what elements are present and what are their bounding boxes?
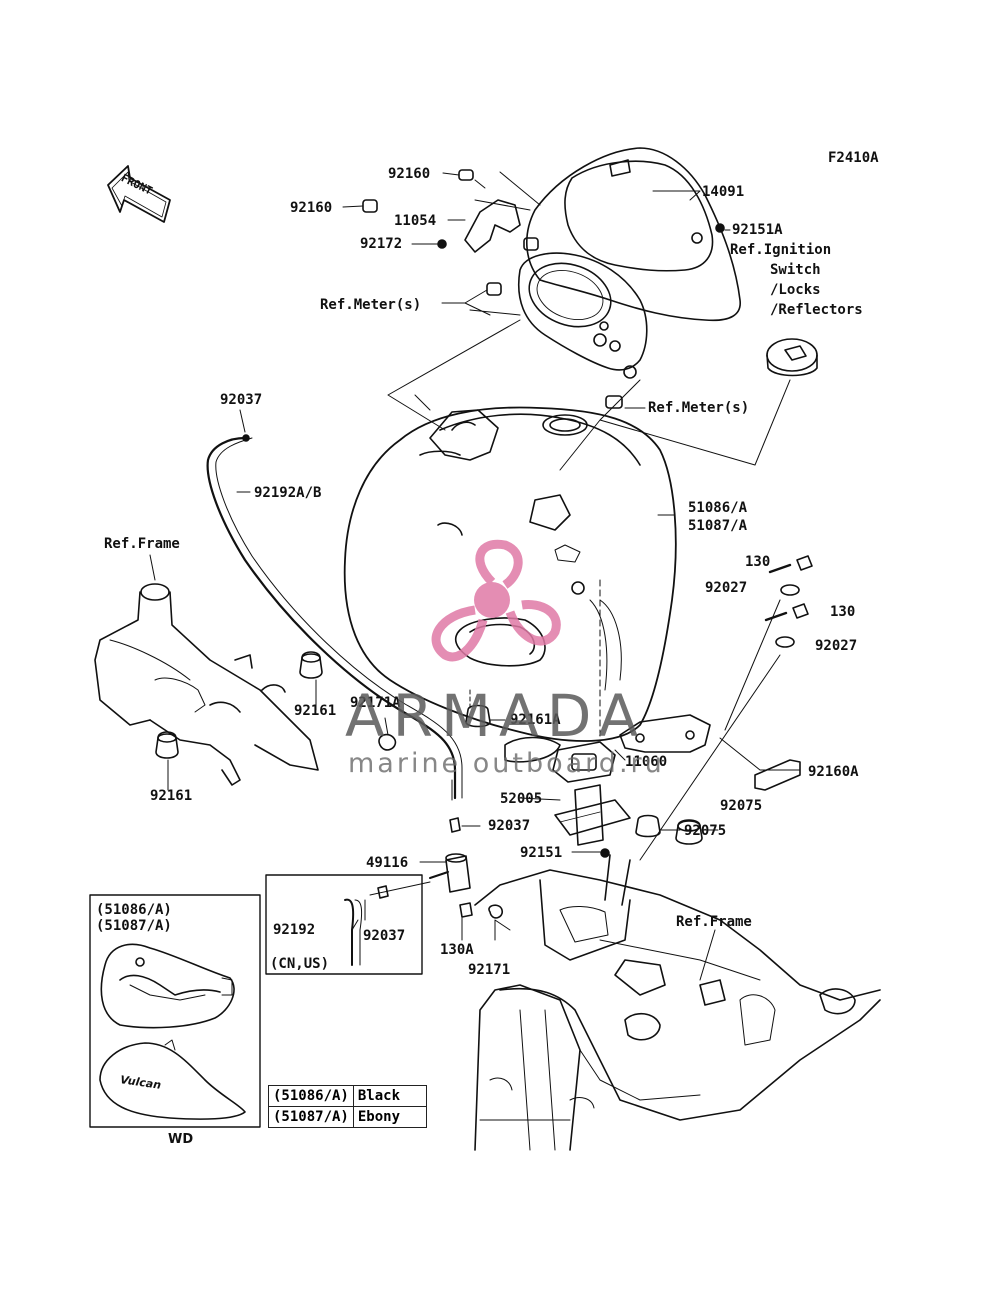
vent-hose-part: [206, 436, 457, 800]
table-row: (51087/A) Ebony: [268, 1106, 427, 1128]
ref-meter-right: Ref.Meter(s): [648, 400, 750, 416]
callout-130A: 130A: [440, 942, 474, 958]
callout-92027-top: 92027: [705, 580, 748, 596]
callout-92160-top: 92160: [388, 166, 431, 182]
callout-92037-top: 92037: [220, 392, 263, 408]
propeller-logo-icon: [431, 539, 561, 662]
watermark-subtitle: marine outboard.ru: [348, 748, 665, 779]
callout-14091: 14091: [702, 184, 745, 200]
callout-92192: 92192: [273, 922, 316, 938]
color-table: (51086/A) Black (51087/A) Ebony: [268, 1085, 427, 1128]
fuel-tank-part: [343, 406, 711, 753]
watermark-word: ARMADA: [345, 682, 647, 750]
callout-49116: 49116: [366, 855, 409, 871]
callout-92161-right: 92161: [294, 703, 337, 719]
color-table-color: Black: [352, 1085, 427, 1107]
ref-ignition-line4: /Reflectors: [770, 302, 863, 318]
inset-tank-top-part: [100, 943, 235, 1029]
callout-92151: 92151: [520, 845, 563, 861]
left-frame-part: [94, 583, 319, 786]
ref-ignition-line3: /Locks: [770, 282, 821, 298]
color-table-part: (51087/A): [268, 1106, 354, 1128]
callout-130-mid: 130: [830, 604, 856, 620]
front-arrow-icon: [107, 165, 171, 223]
callout-92075-top: 92075: [720, 798, 763, 814]
color-table-color: Ebony: [352, 1106, 427, 1128]
callout-92151A: 92151A: [732, 222, 783, 238]
callout-92171: 92171: [468, 962, 511, 978]
callout-92027-mid: 92027: [815, 638, 858, 654]
ref-frame-left: Ref.Frame: [104, 536, 180, 552]
callout-11054: 11054: [394, 213, 437, 229]
callout-92192AB: 92192A/B: [254, 485, 322, 501]
callout-92075-bottom: 92075: [684, 823, 727, 839]
callout-92161-left: 92161: [150, 788, 193, 804]
right-frame-part: [474, 869, 881, 1151]
callout-92160-left: 92160: [290, 200, 333, 216]
ref-frame-right: Ref.Frame: [676, 914, 752, 930]
callout-130-top: 130: [745, 554, 771, 570]
meter-body-part: [518, 252, 648, 379]
callout-51087A: 51087/A: [688, 518, 748, 534]
ref-ignition-line1: Ref.Ignition: [730, 242, 832, 258]
inset-tank-side-part: [99, 1039, 246, 1120]
callout-92037-box: 92037: [363, 928, 406, 944]
callout-92171A: 92171A: [350, 695, 401, 711]
figure-code: F2410A: [828, 150, 879, 166]
fuel-cap-part: [766, 338, 818, 377]
callout-92160A: 92160A: [808, 764, 859, 780]
callout-52005: 52005: [500, 791, 543, 807]
callout-92161A: 92161A: [510, 712, 561, 728]
bracket-part: [464, 199, 521, 253]
table-row: (51086/A) Black: [268, 1085, 427, 1107]
fuel-pump-part: [552, 741, 631, 846]
ref-meter-left: Ref.Meter(s): [320, 297, 422, 313]
inset-label-51086A: (51086/A): [96, 902, 172, 918]
color-table-part: (51086/A): [268, 1085, 354, 1107]
inset-caption: WD: [168, 1132, 194, 1147]
ref-ignition-line2: Switch: [770, 262, 821, 278]
cn-us-label: (CN,US): [270, 956, 330, 972]
inset-label-51087A: (51087/A): [96, 918, 172, 934]
meter-cover-part: [525, 147, 741, 322]
callout-51086A: 51086/A: [688, 500, 748, 516]
callout-92037-mid: 92037: [488, 818, 531, 834]
callout-11060: 11060: [625, 754, 668, 770]
callout-92172: 92172: [360, 236, 403, 252]
